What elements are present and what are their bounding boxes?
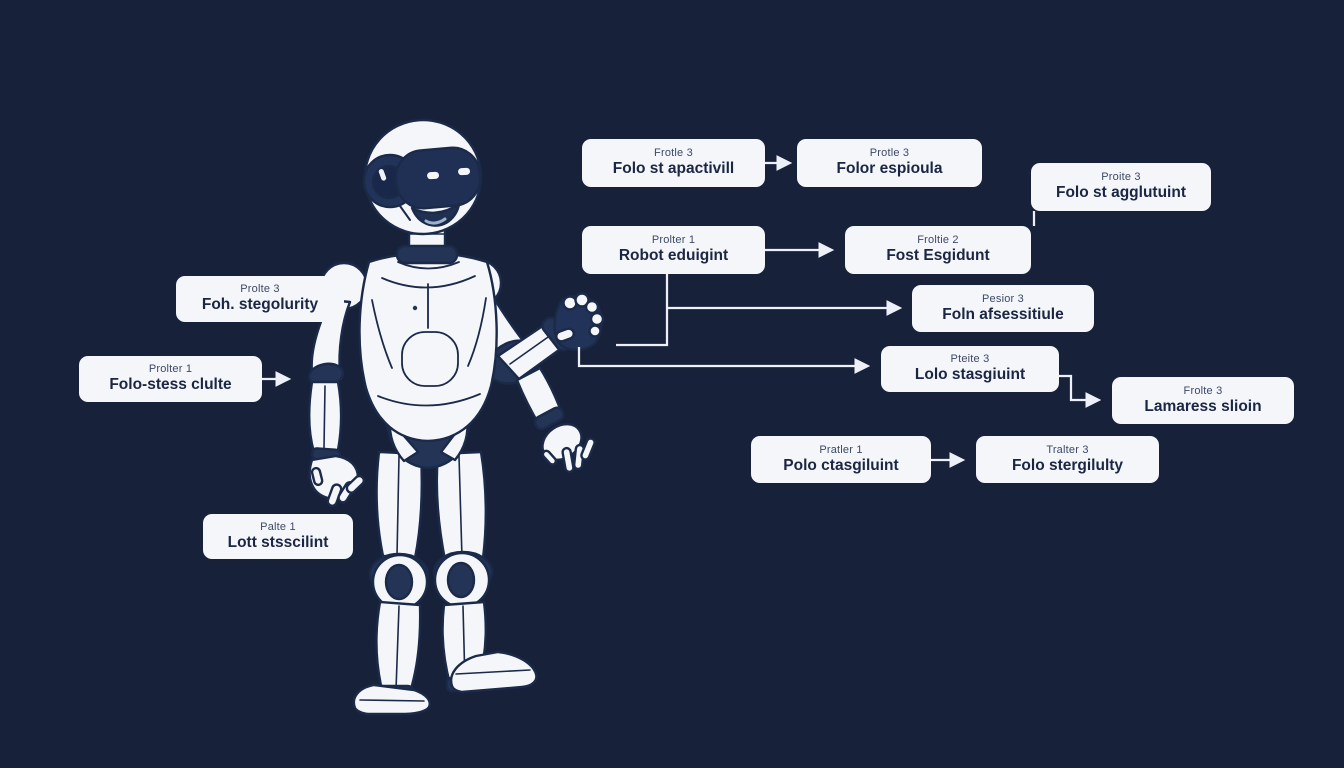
robot-right-fist	[496, 292, 605, 381]
node-label: Folo stergilulty	[1011, 456, 1124, 474]
node-title: Palte 1	[260, 520, 296, 533]
robot-illustration	[307, 118, 605, 716]
robot-legs	[352, 450, 538, 716]
node-label: Lott stsscilint	[227, 533, 329, 551]
node-label: Folo st apactivill	[612, 160, 735, 177]
node-label: Lolo stasgiuint	[914, 366, 1026, 383]
node-title: Proite 3	[1101, 171, 1141, 183]
node-title: Prolte 3	[240, 283, 280, 295]
node-label: Folo st agglutuint	[1055, 184, 1186, 201]
node-label: Folor espioula	[836, 160, 943, 177]
node-title: Prolter 1	[148, 363, 193, 375]
node-title: Pesior 3	[982, 292, 1024, 305]
node-title: Froltie 2	[917, 234, 959, 246]
node-label: Foh. stegolurity	[201, 296, 319, 313]
node-title: Pratler 1	[819, 443, 863, 456]
node-label: Fost Esgidunt	[886, 247, 990, 264]
node-label: Lamaress slioin	[1144, 397, 1262, 415]
robot-head	[362, 118, 483, 265]
robot-eye-right	[458, 167, 471, 176]
robot-visor	[394, 146, 482, 210]
edge-n4-robot-hand	[616, 274, 669, 347]
robot-torso	[358, 251, 498, 470]
edge-n7-n8	[1059, 374, 1102, 408]
node-label: Polo ctasgiluint	[783, 456, 899, 474]
edges-layer	[262, 155, 1102, 468]
node-label: Foln afsessitiule	[942, 305, 1064, 323]
robot-eye-left	[427, 171, 440, 180]
node-title: Frotle 3	[654, 147, 693, 159]
node-title: Tralter 3	[1046, 443, 1089, 456]
node-title: Frolte 3	[1183, 384, 1223, 397]
node-title: Protle 3	[869, 147, 910, 159]
node-label: Folo-stess clulte	[109, 376, 232, 393]
robot-mouth	[410, 202, 461, 227]
edge-robot-hand-n7	[577, 347, 871, 374]
node-label: Robot eduigint	[618, 247, 729, 264]
node-title: Pteite 3	[950, 353, 990, 365]
node-title: Prolter 1	[651, 234, 696, 246]
